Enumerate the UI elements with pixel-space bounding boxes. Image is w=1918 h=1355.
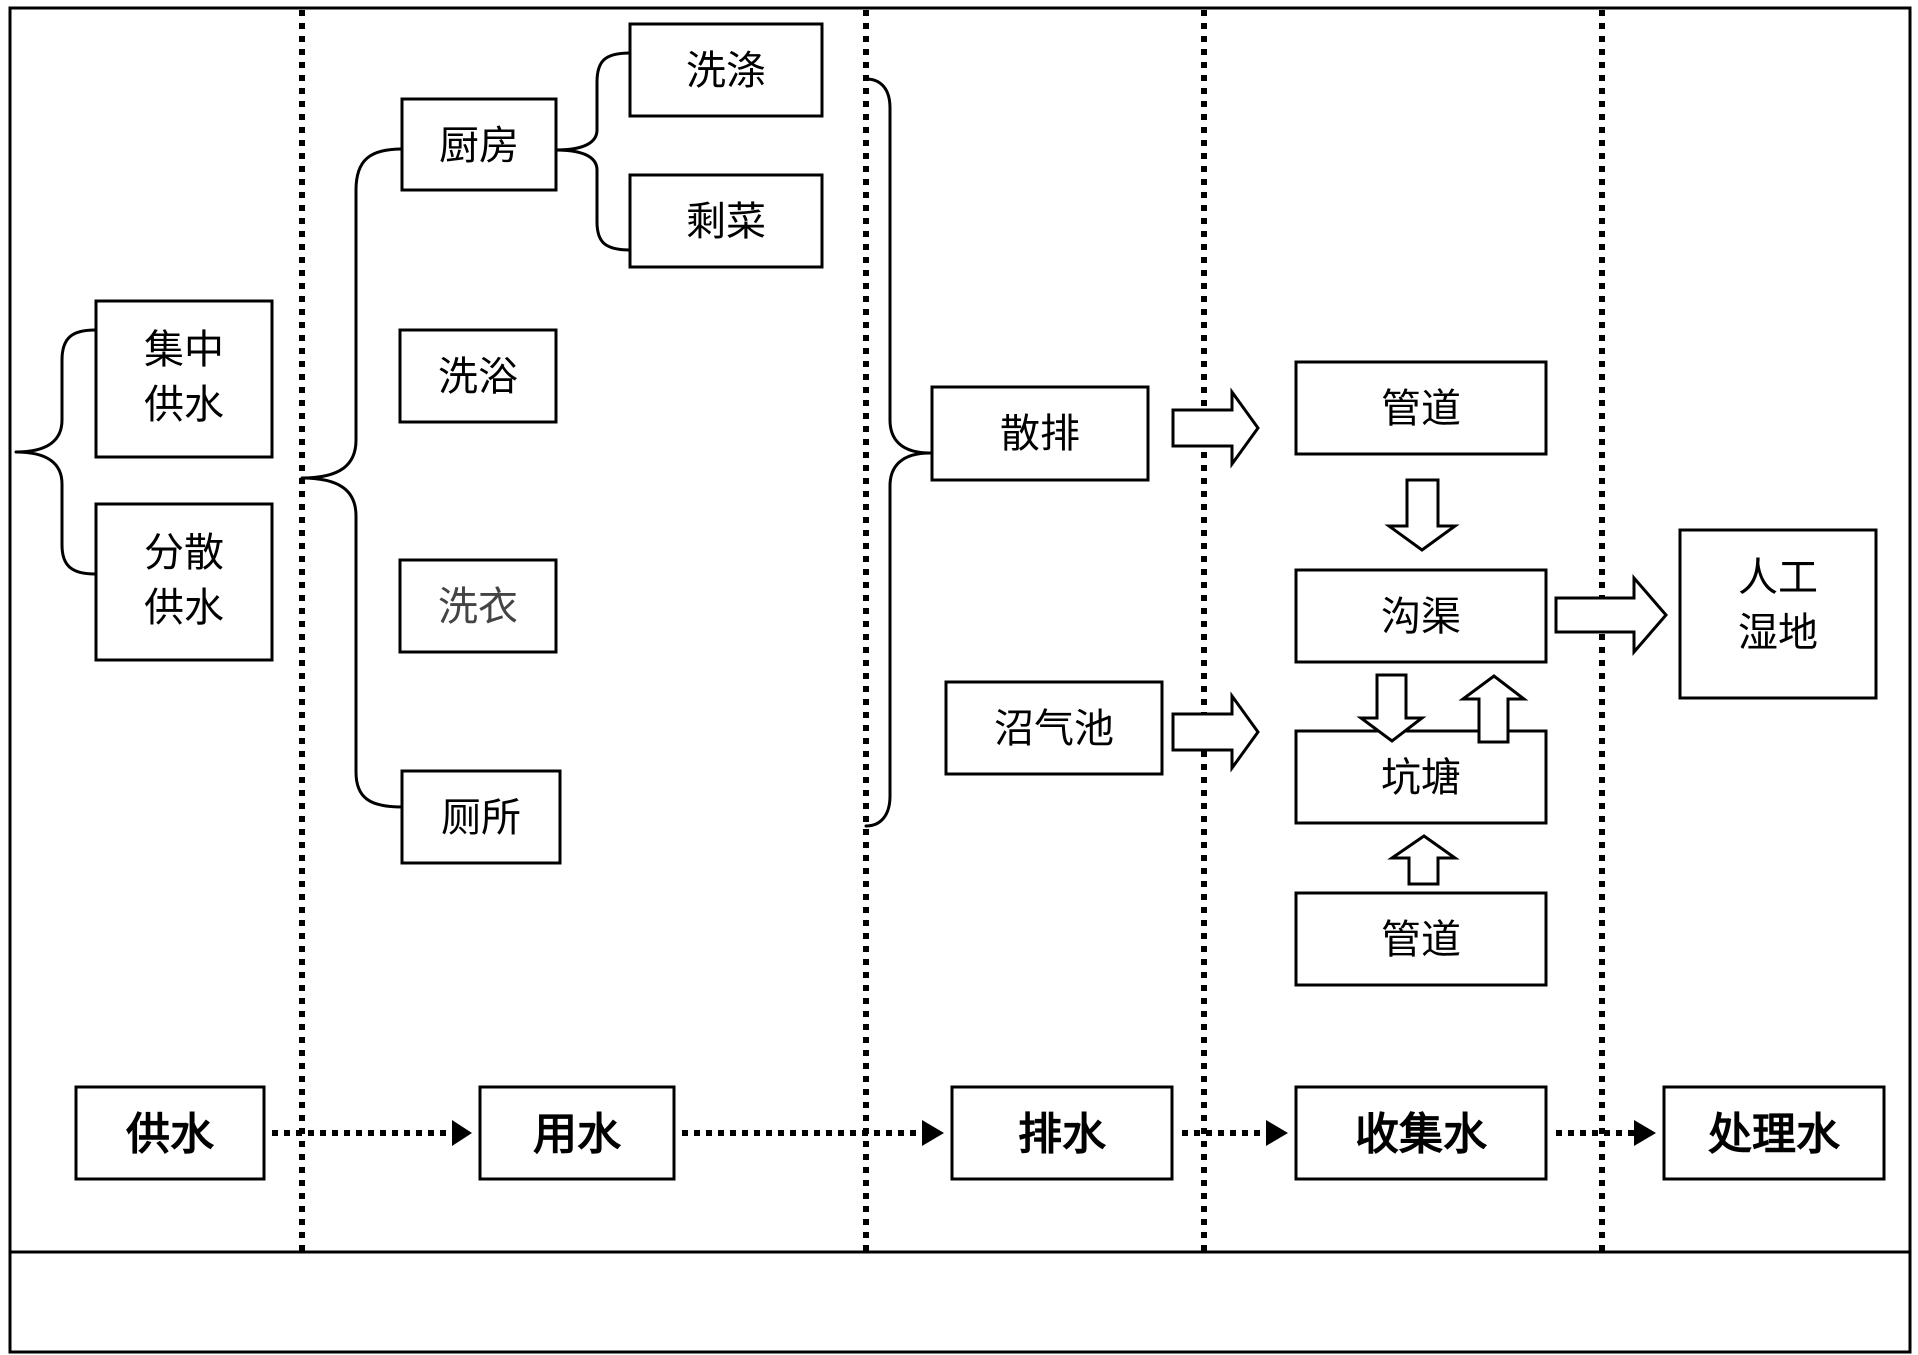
ditch-label: 沟渠 (1381, 594, 1461, 640)
stage-treatment-label: 处理水 (1708, 1109, 1841, 1160)
box-pond: 坑塘 (1294, 729, 1548, 825)
stage-drainage-label: 排水 (1018, 1109, 1107, 1160)
box-biogas-tank: 沼气池 (944, 680, 1164, 776)
usage-brace (300, 147, 404, 809)
stage-usage: 用水 (478, 1085, 676, 1181)
scattered-drainage-label: 散排 (1000, 411, 1080, 457)
arrow-ditch-to-pond (1356, 673, 1427, 743)
arrow-ditch-to-wetland (1554, 573, 1668, 657)
wetland-line2: 湿地 (1738, 610, 1818, 656)
pond-label: 坑塘 (1381, 755, 1461, 801)
washing-dishes-label: 洗涤 (686, 48, 766, 94)
flow-arrow-collection-to-treatment (1556, 1120, 1656, 1146)
drainage-brace (864, 77, 932, 828)
box-centralized-supply: 集中 供水 (94, 299, 274, 459)
toilet-label: 厕所 (441, 795, 521, 841)
footer-panel (10, 1252, 1910, 1352)
pipe-bottom-label: 管道 (1381, 917, 1461, 963)
box-leftovers: 剩菜 (628, 173, 824, 269)
flow-arrow-usage-to-drainage (682, 1120, 944, 1146)
stage-usage-label: 用水 (533, 1109, 622, 1160)
wetland-line1: 人工 (1738, 555, 1818, 601)
arrow-pipe-to-ditch (1384, 478, 1460, 552)
box-scattered-drainage: 散排 (930, 385, 1150, 482)
box-toilet: 厕所 (400, 769, 562, 865)
stage-drainage: 排水 (950, 1085, 1174, 1181)
flow-arrow-supply-to-usage (272, 1120, 472, 1146)
box-dispersed-supply: 分散 供水 (94, 502, 274, 662)
stage-supply-label: 供水 (126, 1109, 215, 1160)
box-bathing: 洗浴 (398, 328, 558, 424)
centralized-supply-line2: 供水 (144, 382, 224, 428)
kitchen-brace (554, 51, 632, 252)
stage-collection-label: 收集水 (1355, 1109, 1488, 1160)
leftovers-label: 剩菜 (686, 199, 766, 245)
pipe-top-label: 管道 (1381, 386, 1461, 432)
dispersed-supply-line1: 分散 (144, 530, 224, 576)
box-kitchen: 厨房 (400, 97, 558, 192)
arrow-pipe-to-pond (1387, 834, 1460, 886)
outer-frame (8, 6, 1912, 1354)
bathing-label: 洗浴 (438, 354, 518, 400)
box-pipe-bottom: 管道 (1294, 891, 1548, 987)
centralized-supply-line1: 集中 (144, 327, 224, 373)
stage-supply: 供水 (74, 1085, 266, 1181)
dispersed-supply-line2: 供水 (144, 585, 224, 631)
box-laundry: 洗衣 (398, 558, 558, 654)
box-washing-dishes: 洗涤 (628, 22, 824, 118)
stage-treatment: 处理水 (1662, 1085, 1886, 1181)
box-constructed-wetland: 人工 湿地 (1678, 528, 1878, 700)
flow-arrow-drainage-to-collection (1182, 1120, 1288, 1146)
biogas-tank-label: 沼气池 (994, 706, 1114, 752)
stage-collection: 收集水 (1294, 1085, 1548, 1181)
arrow-scattered-to-pipe (1171, 387, 1260, 469)
arrow-biogas-to-pond (1171, 691, 1260, 773)
box-ditch: 沟渠 (1294, 568, 1548, 664)
kitchen-label: 厨房 (439, 123, 519, 169)
box-pipe-top: 管道 (1294, 360, 1548, 456)
supply-brace (14, 328, 97, 576)
arrow-pond-to-ditch (1458, 674, 1529, 744)
laundry-label: 洗衣 (438, 584, 518, 630)
